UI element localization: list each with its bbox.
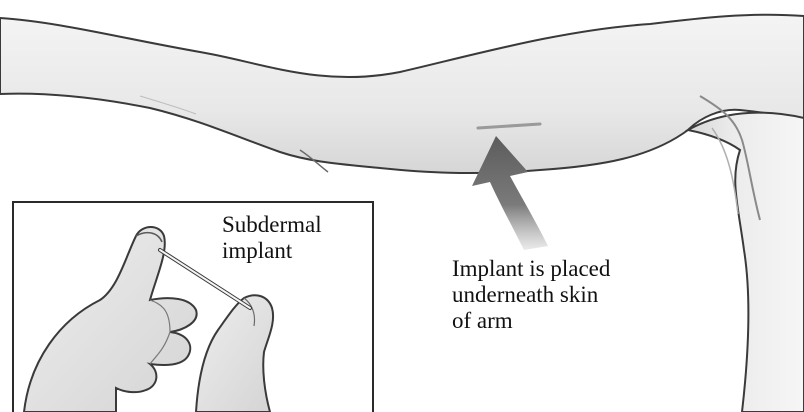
inset-label-line-2: implant [222, 238, 322, 264]
placement-label-line-2: underneath skin [452, 282, 610, 308]
inset-label-line-1: Subdermal [222, 212, 322, 238]
inset-label: Subdermal implant [222, 212, 322, 264]
upper-arm [0, 15, 804, 173]
placement-label: Implant is placed underneath skin of arm [452, 256, 610, 334]
placement-label-line-1: Implant is placed [452, 256, 610, 282]
placement-label-line-3: of arm [452, 308, 610, 334]
